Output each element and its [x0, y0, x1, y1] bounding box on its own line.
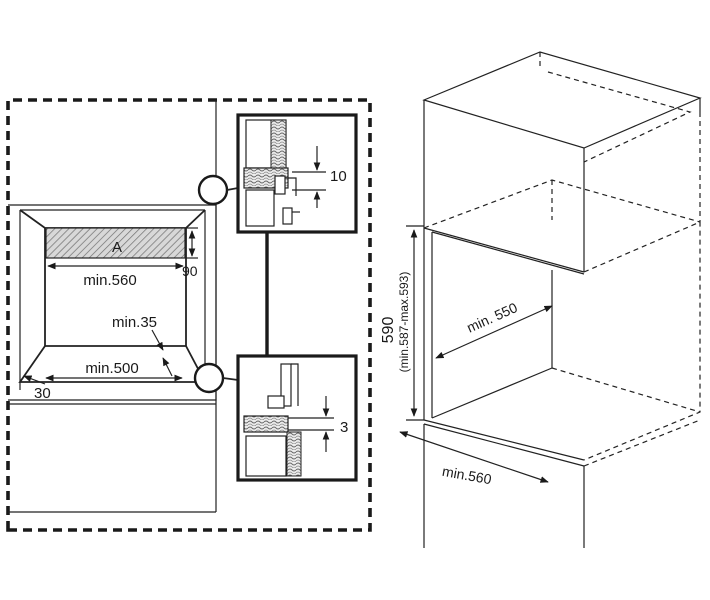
dashed-cabinet-outline: [6, 98, 372, 532]
dimension-min560-right-arrow: [399, 431, 549, 483]
detail-box-top: 10: [236, 113, 358, 234]
label-10: 10: [330, 168, 347, 185]
label-min500: min.500: [85, 360, 138, 377]
detail-callout-bottom-circle: [193, 362, 225, 394]
label-a: A: [112, 239, 122, 256]
label-3: 3: [340, 419, 348, 436]
label-min35: min.35: [112, 314, 157, 331]
label-range: (min.587-max.593): [397, 272, 411, 373]
dimension-30-arrow: [23, 375, 46, 385]
niche-floor-line: [423, 419, 585, 461]
label-30: 30: [34, 385, 51, 402]
right-isometric-view: 590 (min.587-max.593) min. 550 min.560: [380, 51, 702, 548]
label-min560-left: min.560: [83, 272, 136, 289]
hidden-edge-lines: [539, 52, 701, 461]
top-cabinet-outline: [422, 51, 702, 149]
dimension-min550-arrow: [435, 305, 553, 359]
label-590: 590: [380, 317, 397, 344]
label-min560-right: min.560: [441, 463, 493, 487]
ventilation-zone-a: [45, 227, 186, 259]
detail-box-bottom: 3: [236, 354, 358, 482]
label-min550: min. 550: [464, 299, 520, 336]
label-90: 90: [182, 263, 198, 279]
left-installation-view: A 90 min.560 min.35 min.500 30: [6, 98, 372, 532]
dimension-min35-arrow: [151, 329, 164, 351]
detail-callout-top-circle: [197, 174, 229, 206]
